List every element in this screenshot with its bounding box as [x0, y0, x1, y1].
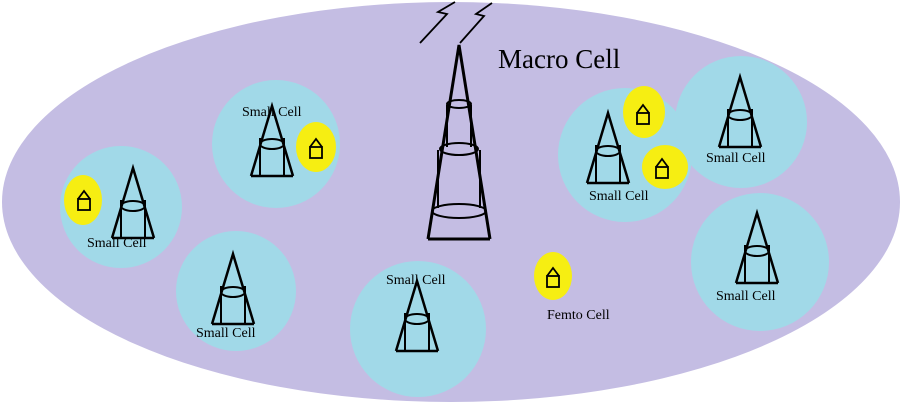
small-cell: Small Cell — [176, 231, 296, 351]
small-cell: Small Cell — [691, 193, 829, 331]
femto-cell — [642, 145, 688, 189]
femto-cell — [623, 86, 665, 138]
antenna-tower-icon — [426, 44, 492, 241]
small-cell-label: Small Cell — [87, 236, 147, 251]
femto-cell — [296, 122, 336, 172]
femto-cell-label: Femto Cell — [547, 308, 610, 323]
small-cell: Small Cell — [60, 146, 182, 268]
femto-cell — [64, 175, 102, 225]
small-cell-label: Small Cell — [386, 273, 446, 288]
macro-cell-label: Macro Cell — [498, 44, 620, 74]
small-cell-label: Small Cell — [706, 151, 766, 166]
small-cell: Small Cell — [212, 80, 340, 208]
small-cell-label: Small Cell — [716, 289, 776, 304]
small-cell: Small Cell — [675, 56, 807, 188]
small-cell-label: Small Cell — [196, 326, 256, 341]
femto-cell — [534, 252, 572, 300]
small-cell-label: Small Cell — [589, 189, 649, 204]
small-cell-label: Small Cell — [242, 105, 302, 120]
small-cell: Small Cell — [350, 261, 486, 397]
lightning-signal-icon — [419, 1, 493, 44]
